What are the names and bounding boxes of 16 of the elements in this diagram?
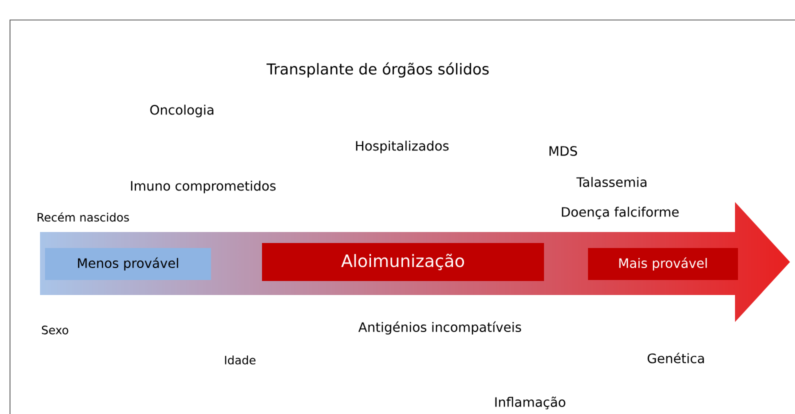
factor-label: Talassemia xyxy=(576,176,646,188)
factor-label: Idade xyxy=(225,356,256,364)
factor-label: Doença falciforme xyxy=(562,206,679,220)
factor-label: Imuno comprometidos xyxy=(131,180,276,194)
label-box: Mais provável xyxy=(588,248,738,280)
factor-label: Oncologia xyxy=(150,104,214,118)
factor-label: Hospitalizados xyxy=(356,140,449,154)
label-box: Menos provável xyxy=(45,248,211,280)
factor-label: Recém nascidos xyxy=(38,212,129,222)
factor-label: Genética xyxy=(648,352,704,364)
factor-label: MDS xyxy=(550,146,578,156)
factor-label: Inflamação xyxy=(495,396,566,410)
factor-label: Antigénios incompatíveis xyxy=(358,321,522,335)
label-box: Aloimunização xyxy=(262,242,544,281)
factor-label: Sexo xyxy=(42,326,68,334)
title: Transplante de órgãos sólidos xyxy=(266,62,489,78)
